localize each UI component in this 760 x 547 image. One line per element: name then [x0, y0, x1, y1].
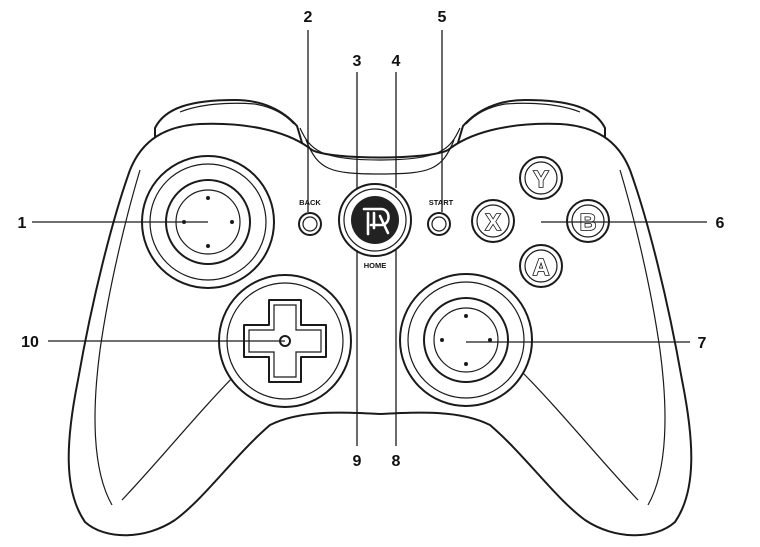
right-analog-stick[interactable] — [400, 274, 532, 406]
a-button-label: A — [533, 254, 550, 280]
callout-10: 10 — [21, 334, 39, 351]
y-button-label: Y — [533, 166, 548, 192]
back-button[interactable] — [299, 213, 321, 235]
b-button[interactable]: B — [567, 200, 609, 242]
callout-2: 2 — [304, 9, 313, 26]
callout-7: 7 — [698, 335, 707, 352]
start-label: START — [429, 198, 454, 207]
home-label: HOME — [364, 261, 387, 270]
x-button[interactable]: X — [472, 200, 514, 242]
callout-5: 5 — [438, 9, 447, 26]
callout-1: 1 — [18, 215, 27, 232]
home-button[interactable] — [339, 184, 411, 256]
start-button[interactable] — [428, 213, 450, 235]
y-button[interactable]: Y — [520, 157, 562, 199]
callout-8: 8 — [392, 453, 401, 470]
callout-4: 4 — [392, 53, 401, 70]
callout-9: 9 — [353, 453, 362, 470]
callout-6: 6 — [716, 215, 725, 232]
a-button[interactable]: A — [520, 245, 562, 287]
callout-3: 3 — [353, 53, 362, 70]
x-button-label: X — [485, 209, 501, 235]
back-label: BACK — [299, 198, 321, 207]
